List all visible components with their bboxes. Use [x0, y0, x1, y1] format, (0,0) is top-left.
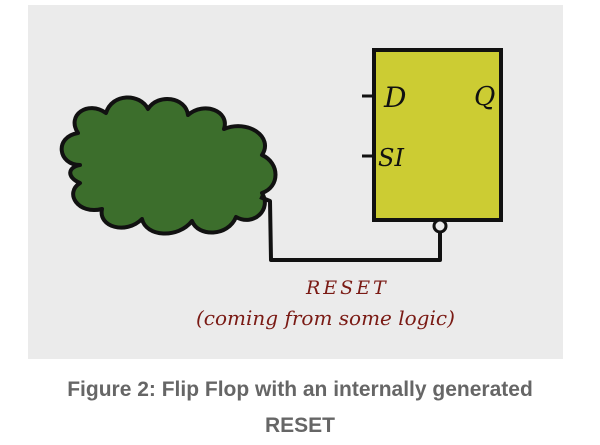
- flip-flop-diagram: D Q SI RESET (coming from some logic): [28, 5, 563, 359]
- si-pin-label: SI: [378, 144, 404, 172]
- caption-line-2: RESET: [264, 414, 335, 437]
- q-pin-label: Q: [474, 82, 495, 112]
- d-pin-label: D: [383, 81, 406, 114]
- reset-wire: [259, 195, 442, 262]
- diagram-canvas: D Q SI RESET (coming from some logic): [59, 48, 503, 330]
- flip-flop-box: [372, 48, 503, 222]
- reset-bubble: [432, 218, 448, 234]
- figure-caption: Figure 2: Flip Flop with an internally g…: [0, 372, 600, 444]
- reset-signal-label: RESET: [305, 277, 389, 299]
- reset-signal-note: (coming from some logic): [196, 306, 455, 330]
- logic-cloud: [59, 95, 278, 236]
- caption-line-1: Figure 2: Flip Flop with an internally g…: [67, 378, 533, 401]
